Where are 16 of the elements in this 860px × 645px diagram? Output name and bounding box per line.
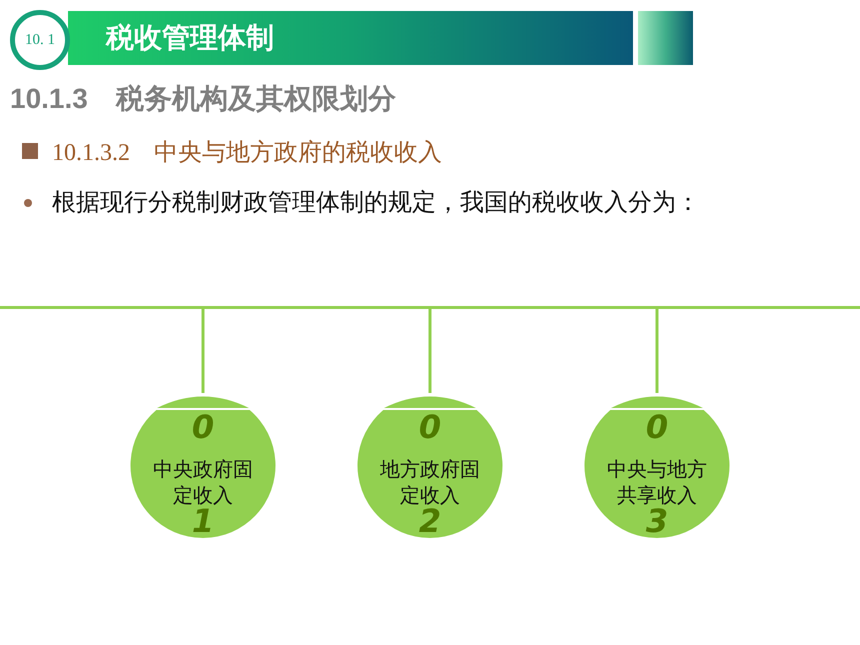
- section-heading: 10.1.3 税务机构及其权限划分: [10, 82, 396, 116]
- node-text: 地方政府固定收入: [379, 458, 481, 508]
- connector-line: [202, 309, 204, 393]
- connector-line: [428, 309, 432, 393]
- horizontal-bar: [0, 306, 860, 309]
- step-digit: 0: [190, 411, 216, 443]
- step-digit: 0: [644, 411, 670, 443]
- step-digit: 0: [418, 411, 442, 443]
- step-digit: 2: [418, 505, 442, 537]
- intro-sentence: 根据现行分税制财政管理体制的规定，我国的税收收入分为：: [52, 188, 700, 218]
- node-text: 中央与地方共享收入: [606, 458, 708, 508]
- connector-line: [656, 309, 658, 393]
- step-digit: 3: [646, 505, 668, 537]
- subsection-heading: 10.1.3.2 中央与地方政府的税收收入: [52, 138, 442, 168]
- header-title: 税收管理体制: [106, 21, 274, 55]
- number-badge: 10. 1: [10, 10, 70, 70]
